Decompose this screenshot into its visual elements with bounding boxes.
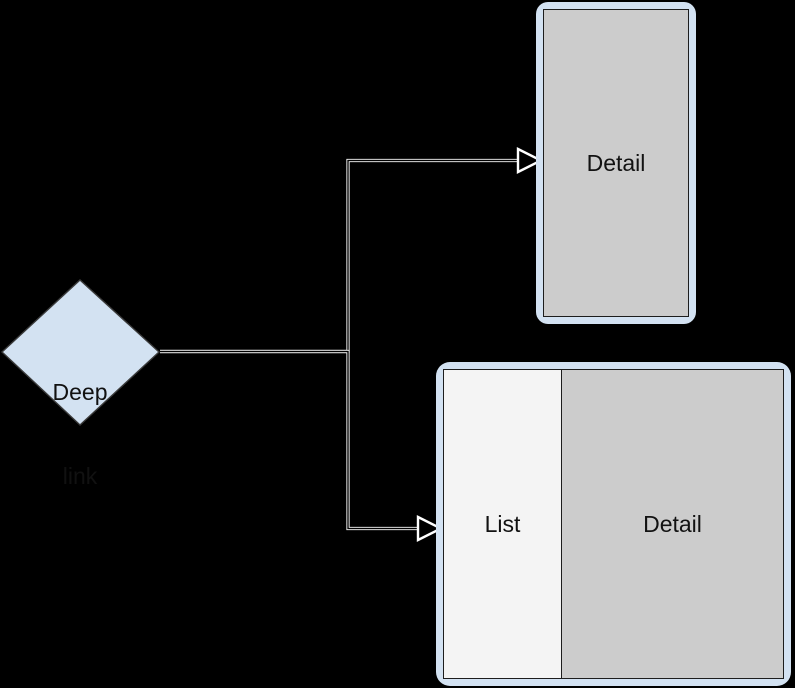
edge-deeplink-to-list-detail[interactable] — [160, 349, 444, 542]
arrowhead-list-detail — [416, 515, 444, 542]
phone-screen: Detail — [543, 9, 689, 317]
phone-device-frame[interactable]: Detail — [536, 2, 696, 324]
tablet-device-frame[interactable]: List Detail — [436, 362, 791, 686]
phone-detail-label: Detail — [586, 149, 646, 176]
arrowhead-detail — [516, 147, 544, 174]
tablet-list-label: List — [484, 510, 521, 537]
tablet-pane-detail[interactable]: Detail — [562, 370, 783, 678]
phone-pane-detail[interactable]: Detail — [544, 10, 688, 316]
deep-link-node[interactable] — [0, 279, 161, 426]
tablet-screen: List Detail — [443, 369, 784, 679]
tablet-pane-list[interactable]: List — [444, 370, 562, 678]
tablet-detail-label: Detail — [643, 510, 702, 537]
